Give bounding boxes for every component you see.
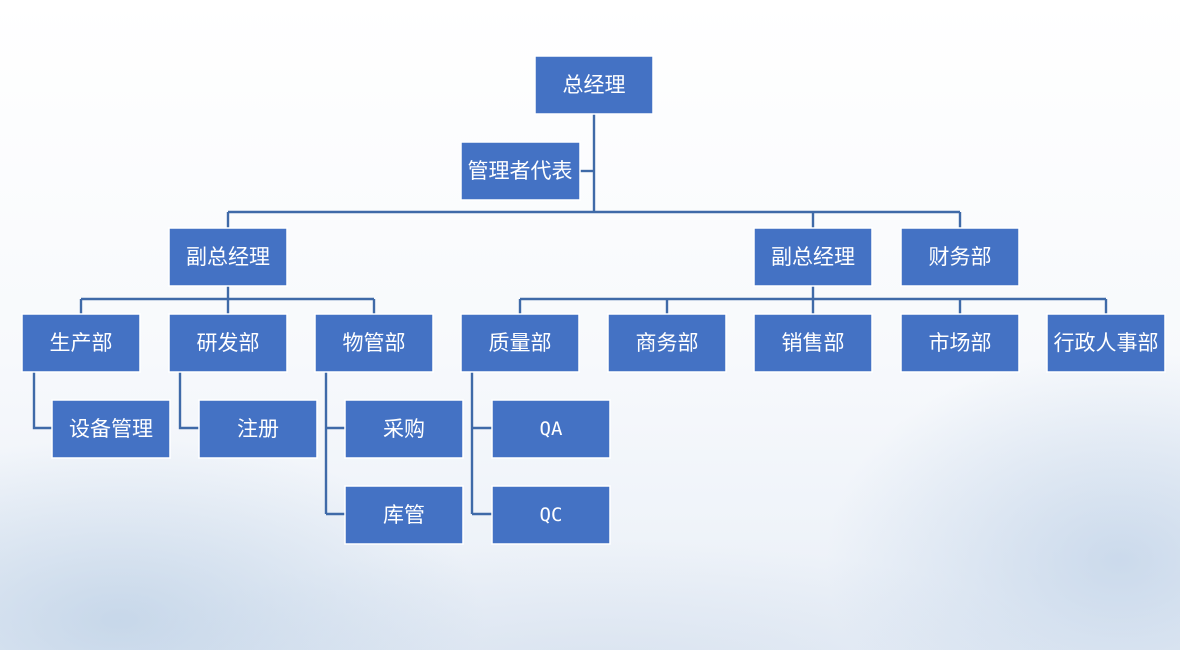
node-business-label: 商务部 (636, 331, 699, 355)
node-admin-hr: 行政人事部 (1046, 313, 1166, 373)
node-equipment: 设备管理 (51, 399, 171, 459)
node-ceo-label: 总经理 (563, 73, 626, 97)
node-warehouse-label: 库管 (383, 503, 425, 527)
node-qa-label: QA (540, 418, 563, 440)
node-production: 生产部 (21, 313, 141, 373)
node-production-label: 生产部 (50, 331, 113, 355)
node-rnd: 研发部 (168, 313, 288, 373)
node-mgmt-rep-label: 管理者代表 (468, 159, 573, 183)
node-marketing-label: 市场部 (929, 331, 992, 355)
node-materials-label: 物管部 (343, 331, 406, 355)
node-sales-label: 销售部 (782, 331, 845, 355)
node-registration-label: 注册 (237, 417, 279, 441)
node-admin-hr-label: 行政人事部 (1054, 331, 1159, 355)
node-quality-label: 质量部 (489, 331, 552, 355)
node-quality: 质量部 (460, 313, 580, 373)
connectors (32, 113, 1108, 516)
node-qa: QA (491, 399, 611, 459)
node-warehouse: 库管 (344, 485, 464, 545)
node-ceo: 总经理 (534, 55, 654, 115)
node-business: 商务部 (607, 313, 727, 373)
node-vp-left: 副总经理 (168, 227, 288, 287)
node-qc-label: QC (540, 504, 563, 526)
node-rnd-label: 研发部 (197, 331, 260, 355)
node-finance-label: 财务部 (929, 245, 992, 269)
node-vp-left-label: 副总经理 (186, 245, 270, 269)
node-registration: 注册 (198, 399, 318, 459)
node-purchasing-label: 采购 (383, 417, 425, 441)
node-qc: QC (491, 485, 611, 545)
node-equipment-label: 设备管理 (69, 417, 153, 441)
connector-rnd-registration (178, 372, 199, 430)
node-sales: 销售部 (753, 313, 873, 373)
node-materials: 物管部 (314, 313, 434, 373)
node-marketing: 市场部 (900, 313, 1020, 373)
node-purchasing: 采购 (344, 399, 464, 459)
nodes: 总经理 管理者代表 副总经理 副总经理 财务部 生产部 研发部 物管部 (21, 55, 1166, 545)
node-finance: 财务部 (900, 227, 1020, 287)
node-vp-right: 副总经理 (753, 227, 873, 287)
node-mgmt-rep: 管理者代表 (460, 141, 581, 201)
connector-production-equipment (32, 372, 52, 430)
node-vp-right-label: 副总经理 (771, 245, 855, 269)
